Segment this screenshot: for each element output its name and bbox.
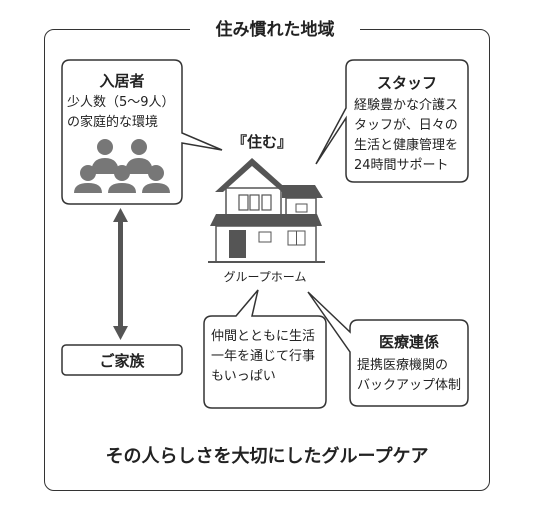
medical-text: 提携医療機関の バックアップ体制 [357,356,469,396]
staff-title: スタッフ [376,74,437,92]
community-line: 一年を通じて行事 [211,349,316,364]
house-icon [208,158,325,263]
staff-bubble [315,59,469,183]
community-line: 仲間とともに生活 [211,329,316,344]
footer-caption: その人らしさを大切にしたグループケア [105,446,429,467]
community-line: もいっぱい [211,369,276,384]
house-caption-bottom: グループホーム [223,270,307,284]
residents-line: の家庭的な環境 [67,115,159,130]
staff-text: 経験豊かな介護ス タッフが、日々の 生活と健康管理を 24時間サポート [354,96,468,176]
staff-line: 24時間サポート [354,158,449,173]
community-text: 仲間とともに生活 一年を通じて行事 もいっぱい [211,327,329,387]
staff-line: タッフが、日々の [354,118,458,133]
medical-line: 提携医療機関の [357,358,449,373]
double-arrow-icon [113,208,128,340]
medical-title: 医療連係 [378,333,439,351]
medical-line: バックアップ体制 [357,378,462,393]
staff-line: 経験豊かな介護ス [354,98,459,113]
people-icon [74,139,170,193]
house-caption-top: 『住む』 [231,133,292,151]
family-title: ご家族 [99,352,145,370]
residents-text: 少人数（5～9人） の家庭的な環境 [67,93,187,133]
residents-line: 少人数（5～9人） [67,95,175,110]
community-bubble [203,289,327,409]
staff-line: 生活と健康管理を [354,138,459,153]
medical-bubble [307,291,469,407]
frame-title: 住み慣れた地域 [190,17,360,43]
family-box [61,344,183,376]
residents-title: 入居者 [99,72,145,90]
